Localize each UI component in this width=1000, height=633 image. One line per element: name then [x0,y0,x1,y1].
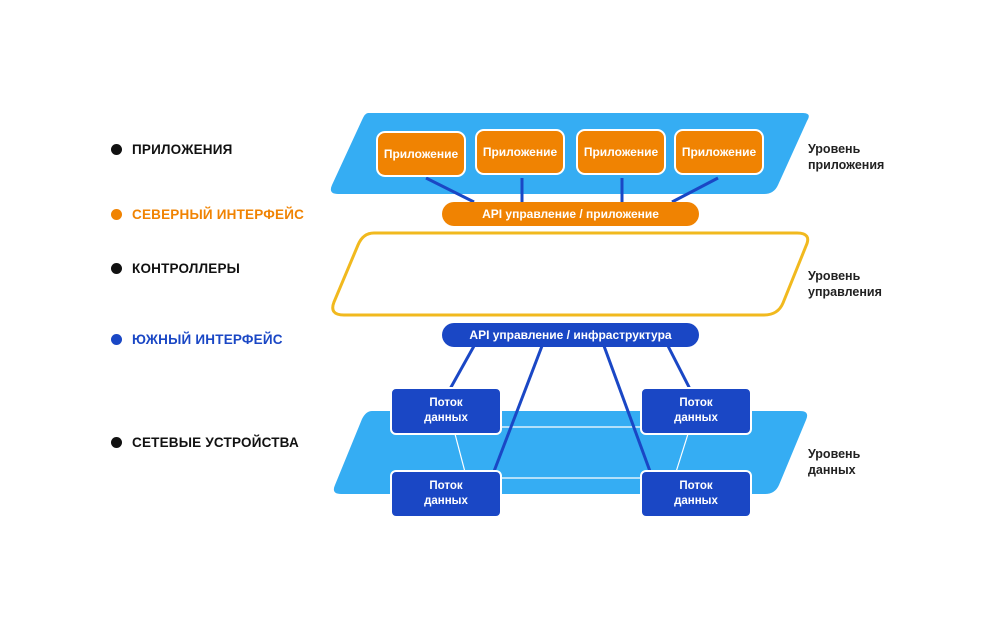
level-label-application: Уровень приложения [808,142,885,172]
application-box: Приложение [376,131,466,177]
control-layer-plane [331,231,810,317]
level-label-control: Уровень управления [808,269,882,299]
legend-bullet-icon [111,209,122,220]
southbound-connectors [448,345,692,475]
legend-applications: ПРИЛОЖЕНИЯ [111,142,233,157]
legend-label: ЮЖНЫЙ ИНТЕРФЕЙС [132,332,283,347]
application-box: Приложение [674,129,764,175]
legend-label: СЕТЕВЫЕ УСТРОЙСТВА [132,435,299,450]
legend-bullet-icon [111,144,122,155]
northbound-api-pill: API управление / приложение [442,202,699,226]
level-label-data: Уровень данных [808,447,861,477]
legend-northbound-interface: СЕВЕРНЫЙ ИНТЕРФЕЙС [111,207,304,222]
legend-southbound-interface: ЮЖНЫЙ ИНТЕРФЕЙС [111,332,283,347]
data-flow-box: Поток данных [390,387,502,435]
legend-label: СЕВЕРНЫЙ ИНТЕРФЕЙС [132,207,305,222]
legend-bullet-icon [111,263,122,274]
legend-controllers: КОНТРОЛЛЕРЫ [111,261,240,276]
legend-bullet-icon [111,334,122,345]
legend-network-devices: СЕТЕВЫЕ УСТРОЙСТВА [111,435,299,450]
application-box: Приложение [475,129,565,175]
southbound-api-pill: API управление / инфраструктура [442,323,699,347]
data-flow-box: Поток данных [390,470,502,518]
application-box: Приложение [576,129,666,175]
data-plane-mesh [454,426,689,479]
data-flow-box: Поток данных [640,470,752,518]
legend-label: КОНТРОЛЛЕРЫ [132,261,241,276]
legend-bullet-icon [111,437,122,448]
data-flow-box: Поток данных [640,387,752,435]
northbound-connectors [425,176,719,204]
legend-label: ПРИЛОЖЕНИЯ [132,142,233,157]
